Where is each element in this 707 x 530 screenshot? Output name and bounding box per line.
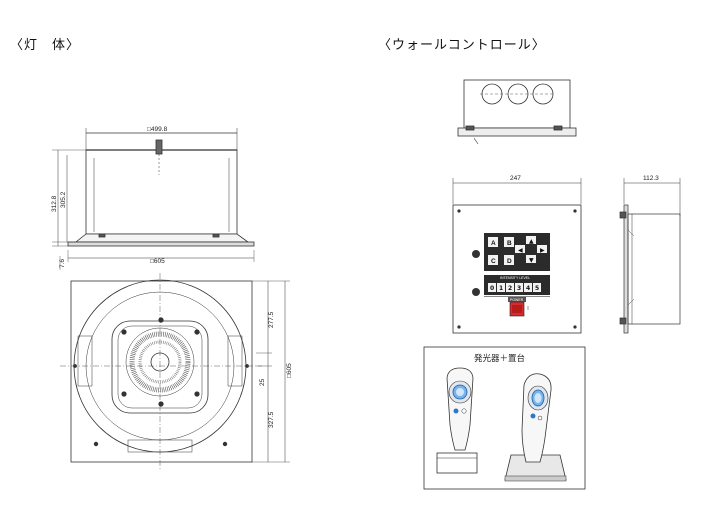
key-0: 0 bbox=[490, 285, 494, 292]
intensity-keys bbox=[488, 283, 541, 292]
wall-control-top-view bbox=[457, 79, 577, 145]
power-label: POWER bbox=[510, 298, 524, 302]
key-5: 5 bbox=[535, 285, 539, 292]
wall-control-front-panel bbox=[452, 204, 582, 334]
transmitter-front bbox=[436, 367, 478, 474]
key-1: 1 bbox=[499, 285, 503, 292]
lamp-side-elevation bbox=[52, 128, 255, 270]
key-2: 2 bbox=[508, 285, 512, 292]
lamp-height-2-label: 305.2 bbox=[60, 191, 67, 208]
lamp-top-width-label: □499.8 bbox=[147, 126, 168, 133]
key-a: A bbox=[491, 240, 496, 247]
side-depth-label: 112.3 bbox=[643, 175, 659, 182]
arrow-down-icon: ▼ bbox=[529, 257, 534, 264]
front-width-label: 247 bbox=[510, 175, 521, 182]
transmitter-title: 発光器＋置台 bbox=[474, 353, 525, 364]
plan-top-dim-label: 277.5 bbox=[268, 311, 275, 328]
intensity-level-label: INTENSITY LEVEL bbox=[500, 276, 530, 280]
key-c: C bbox=[491, 258, 496, 265]
lamp-base-height-label: 7.6 bbox=[59, 259, 66, 268]
lamp-base-width-label: □605 bbox=[150, 258, 165, 265]
wall-control-side-view bbox=[619, 178, 681, 334]
plan-offset-dim-label: 25 bbox=[259, 378, 266, 386]
arrow-right-icon: ▶ bbox=[540, 247, 545, 254]
arrow-up-icon: ▲ bbox=[529, 238, 534, 245]
arrow-left-icon: ◀ bbox=[518, 247, 523, 254]
lamp-height-1-label: 312.8 bbox=[51, 195, 58, 212]
wall-control-section-title: 〈ウォールコントロール〉 bbox=[378, 38, 546, 53]
key-4: 4 bbox=[526, 285, 530, 292]
key-b: B bbox=[507, 240, 512, 247]
plan-total-dim-label: □605 bbox=[286, 363, 293, 378]
lamp-section-title: 〈灯 体〉 bbox=[10, 38, 81, 53]
lamp-plan-view bbox=[60, 273, 290, 470]
wall-control-front-width-dim bbox=[452, 178, 582, 204]
transmitter-in-stand bbox=[504, 373, 567, 482]
key-3: 3 bbox=[517, 285, 521, 292]
plan-bottom-dim-label: 327.5 bbox=[268, 411, 275, 428]
key-d: D bbox=[507, 258, 512, 265]
